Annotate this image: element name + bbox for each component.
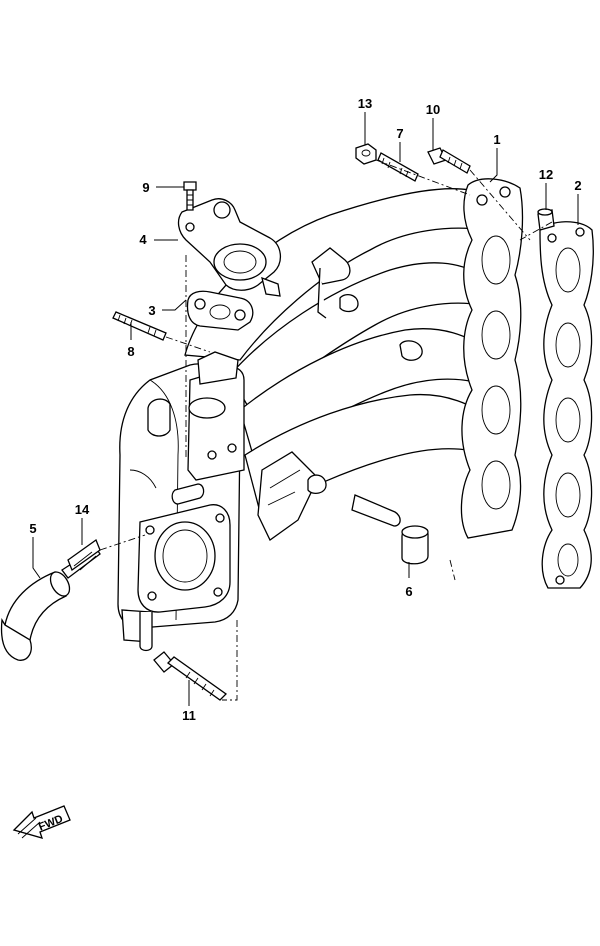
intake-manifold (117, 178, 524, 652)
idle-air-control-valve (177, 198, 281, 297)
callout-2: 2 (574, 178, 581, 193)
callout-7: 7 (396, 126, 403, 141)
cap-6 (401, 525, 429, 565)
callout-9: 9 (142, 180, 149, 195)
bolt-10 (427, 147, 471, 174)
bolt-11 (153, 651, 228, 701)
callout-3: 3 (148, 303, 155, 318)
clamp-14 (61, 538, 101, 579)
iac-gasket (186, 290, 254, 331)
stud-7 (377, 152, 419, 182)
forward-direction-arrow: FWD (12, 805, 71, 839)
callout-4: 4 (139, 232, 147, 247)
callout-1: 1 (493, 132, 500, 147)
callout-6: 6 (405, 584, 412, 599)
hose-5 (0, 571, 71, 661)
stud-bolt-8 (112, 311, 167, 341)
callout-11: 11 (182, 708, 196, 723)
callout-12: 12 (539, 167, 553, 182)
dowel-pin-12 (537, 208, 555, 231)
callout-10: 10 (426, 102, 440, 117)
callout-14: 14 (75, 502, 90, 517)
screw-9 (183, 181, 197, 211)
callout-8: 8 (127, 344, 134, 359)
callout-labels: 1 2 3 4 5 6 7 8 9 10 11 12 13 14 (29, 96, 581, 723)
callout-5: 5 (29, 521, 36, 536)
callout-13: 13 (358, 96, 372, 111)
manifold-gasket (539, 221, 594, 589)
nut-13 (355, 143, 377, 165)
assembly-lines (99, 159, 553, 701)
leader-lines (32, 112, 579, 706)
